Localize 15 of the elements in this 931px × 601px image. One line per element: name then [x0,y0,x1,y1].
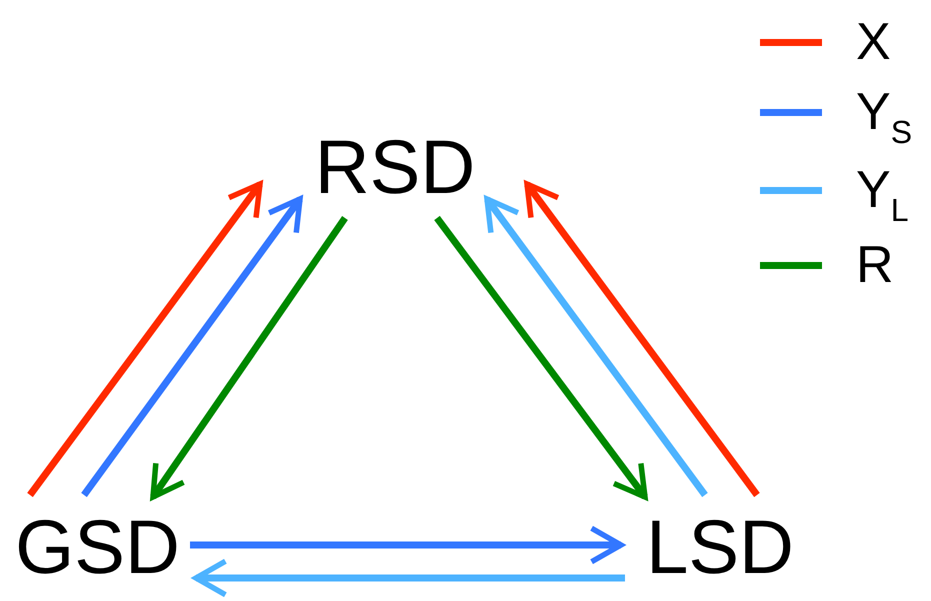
node-label: LSD [646,510,794,586]
arrow [193,558,625,598]
legend-label: Y$_{S}$ [856,86,912,148]
arrow [150,216,348,500]
arrow [484,196,708,498]
legend-label: X [856,16,891,68]
legend-label: Y$_{L}$ [856,164,908,226]
node-label: GSD [15,510,180,586]
arrow [434,216,648,500]
arrow [81,196,303,498]
legend-label: R [856,239,894,291]
arrow [524,181,760,498]
arrow [27,181,263,498]
arrow [190,525,624,565]
node-label: RSD [314,130,476,206]
